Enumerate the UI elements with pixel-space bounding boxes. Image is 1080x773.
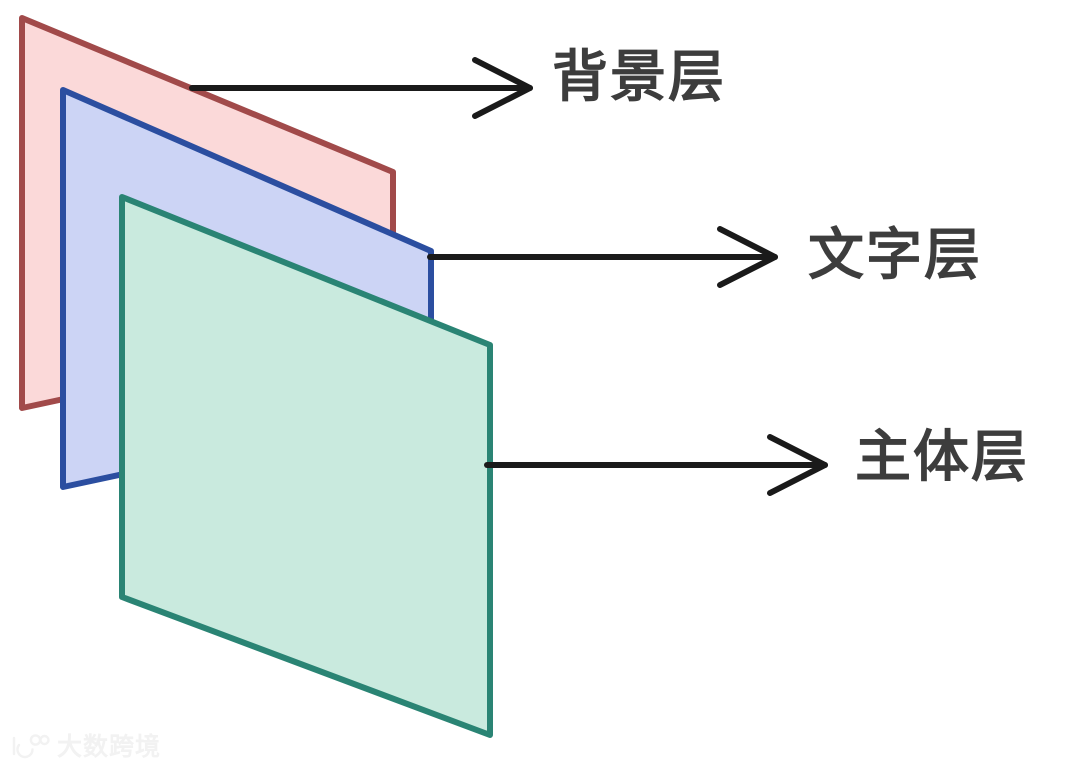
- arrowhead-icon: [767, 434, 828, 496]
- arrowhead-icon: [717, 226, 778, 288]
- arrow-subject-layer: [484, 434, 828, 496]
- arrow-text-layer: [427, 226, 778, 288]
- label-text-layer: 文字层: [808, 223, 982, 288]
- label-background-layer: 背景层: [552, 45, 726, 110]
- arrow-background-layer: [189, 57, 533, 119]
- arrowhead-icon: [472, 57, 533, 119]
- dashujing-logo-icon: [12, 734, 50, 759]
- watermark: 大数跨境: [10, 733, 161, 759]
- plane-subject-layer: [119, 194, 493, 738]
- watermark-text: 大数跨境: [57, 731, 162, 761]
- label-subject-layer: 主体层: [855, 425, 1029, 490]
